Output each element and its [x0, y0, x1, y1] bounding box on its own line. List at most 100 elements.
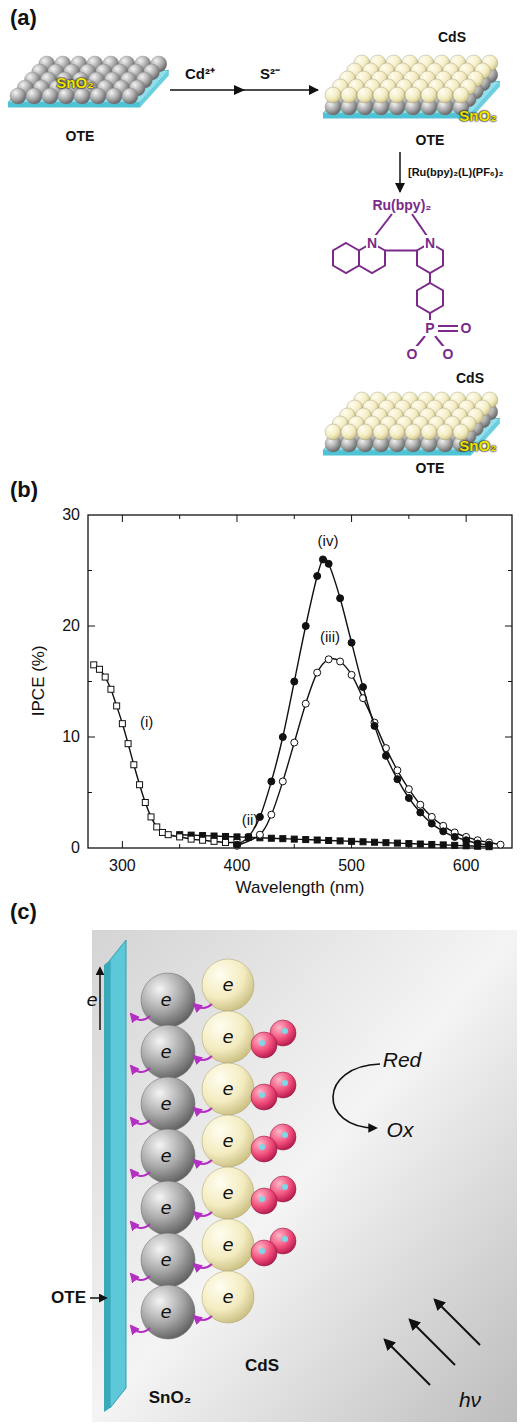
data-marker	[348, 671, 355, 678]
layer-label: SnO₂	[149, 1388, 192, 1408]
data-marker	[337, 658, 344, 665]
nanoparticle	[405, 87, 421, 103]
electron-label: e	[222, 1027, 233, 1048]
electrode-node: SnO₂ OTE	[5, 50, 170, 147]
tick-mark	[179, 515, 180, 519]
electron-label: e	[160, 1146, 171, 1167]
dye-electron	[282, 1184, 288, 1190]
atom-label: O	[442, 346, 455, 362]
data-curve	[237, 658, 501, 845]
electrode-label: OTE	[66, 128, 95, 144]
dye-electron	[282, 1028, 288, 1034]
data-marker	[291, 836, 297, 842]
electron-label: e	[160, 1302, 171, 1323]
data-marker	[417, 841, 423, 847]
data-marker	[463, 837, 470, 844]
data-marker	[154, 824, 160, 830]
tick-label: 300	[109, 857, 136, 875]
data-marker	[291, 678, 298, 685]
data-marker	[440, 842, 446, 848]
transfer-arrow	[131, 1118, 150, 1124]
data-marker	[326, 837, 332, 843]
electron-label: e	[222, 1287, 233, 1308]
nanoparticle	[405, 424, 421, 440]
redox-arrow	[333, 1064, 380, 1128]
data-marker	[268, 811, 275, 818]
data-marker	[474, 840, 481, 847]
tick-mark	[179, 844, 180, 848]
tick-mark	[351, 515, 352, 522]
electron-label: e	[160, 1198, 171, 1219]
data-marker	[268, 778, 275, 785]
reagent-label: S²⁻	[260, 65, 280, 82]
data-marker	[148, 814, 154, 820]
dye-molecule	[251, 1032, 277, 1058]
data-marker	[223, 833, 229, 839]
electron-label: e	[222, 1235, 233, 1256]
tick-mark	[88, 737, 95, 738]
tick-mark	[408, 515, 409, 519]
cds-particle	[202, 1271, 254, 1323]
data-marker	[314, 573, 321, 580]
data-marker	[302, 623, 309, 630]
cds-particle	[202, 1115, 254, 1167]
transfer-arrow	[131, 1066, 150, 1072]
data-marker	[405, 786, 412, 793]
data-marker	[159, 829, 165, 835]
molecule-drawing	[333, 214, 458, 347]
ipce-plot	[88, 515, 512, 850]
ote-plate	[104, 960, 110, 1412]
tick-mark	[88, 570, 92, 571]
curve-label: (iii)	[320, 628, 340, 645]
data-marker	[165, 832, 171, 838]
dye-molecule	[251, 1084, 277, 1110]
tick-label: 500	[338, 857, 365, 875]
transfer-arrow	[194, 1212, 212, 1216]
sno2-particle	[141, 1285, 195, 1339]
ring-bond	[333, 243, 359, 273]
data-marker	[440, 828, 447, 835]
data-marker	[108, 686, 114, 692]
data-marker	[137, 782, 143, 788]
nanoparticle	[373, 87, 389, 103]
electron-label: e	[160, 1250, 171, 1271]
dye-electron	[259, 1248, 265, 1254]
data-marker	[279, 734, 286, 741]
nanoparticle	[341, 87, 357, 103]
data-curve	[237, 558, 489, 844]
data-marker	[314, 837, 320, 843]
dye-electron	[259, 1196, 265, 1202]
data-marker	[131, 762, 137, 768]
tick-mark	[294, 515, 295, 519]
data-marker	[233, 841, 240, 848]
data-marker	[279, 778, 286, 785]
tick-mark	[88, 626, 95, 627]
data-marker	[337, 595, 344, 602]
atom-label: P	[424, 320, 435, 336]
data-marker	[360, 839, 366, 845]
tick-mark	[508, 681, 512, 682]
transfer-arrow	[131, 1274, 150, 1280]
electron-label: e	[160, 1042, 171, 1063]
tick-mark	[508, 792, 512, 793]
dye-molecule	[251, 1188, 277, 1214]
dye-electron	[282, 1080, 288, 1086]
electrode-node: CdSSnO₂OTE	[318, 192, 517, 485]
electrode-node: CdSSnO₂OTE	[318, 22, 517, 152]
electron-label: e	[160, 990, 171, 1011]
reaction-arrow	[170, 89, 318, 91]
nanoparticle	[10, 88, 26, 104]
data-marker	[200, 837, 206, 843]
data-marker	[96, 666, 102, 672]
data-marker	[417, 809, 424, 816]
axis-title: Wavelength (nm)	[236, 878, 365, 898]
electrode-label: SnO₂	[56, 74, 94, 91]
data-marker	[371, 839, 377, 845]
transfer-arrow	[131, 1014, 150, 1020]
cds-particle	[202, 959, 254, 1011]
sno2-particle	[141, 973, 195, 1027]
data-marker	[211, 838, 217, 844]
axis-title: IPCE (%)	[28, 646, 48, 717]
complex-label: Ru(bpy)₂	[371, 197, 432, 213]
data-marker	[291, 739, 298, 746]
